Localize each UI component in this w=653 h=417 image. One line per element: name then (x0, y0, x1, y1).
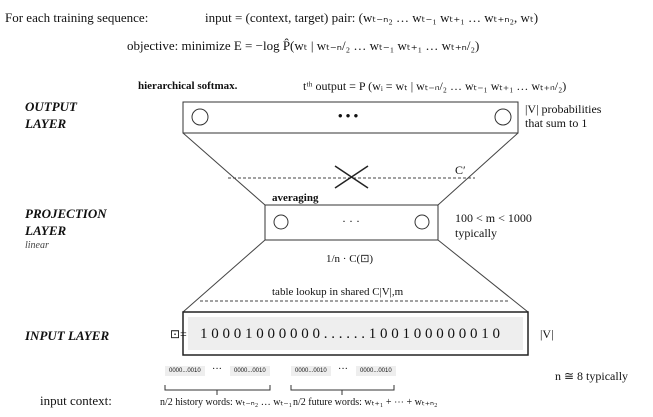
output-node-first (191, 108, 209, 126)
one-hot-box: 0000...0010 (165, 366, 205, 376)
input-vector: 1 0 0 0 1 0 0 0 0 0 0 . . . . . . 1 0 0 … (200, 326, 500, 342)
future-words: n/2 future words: wₜ₊₁ + ⋯ + wₜ₊ₙ₂ (293, 397, 438, 408)
vector-symbol: ⊡= (170, 327, 187, 341)
objective: objective: minimize E = −log P̂(wₜ | wₜ₋… (127, 38, 480, 53)
lower-trapezoid-left (182, 239, 266, 313)
n-note: n ≅ 8 typically (555, 369, 629, 383)
linear-label: linear (25, 240, 49, 251)
training-label: For each training sequence: (5, 10, 149, 25)
output-formula: tᵗʰ output = P (wᵢ = wₜ | wₜ₋ₙ/₂ … wₜ₋₁ … (303, 79, 567, 93)
cross-arrow-2 (334, 165, 369, 189)
output-layer-box (182, 101, 519, 134)
projection-node-first (273, 214, 289, 230)
averaging-formula: 1/n · C(⊡) (326, 253, 374, 265)
vocab-size: |V| (540, 327, 554, 341)
c-prime-label: C′ (455, 163, 466, 177)
projection-layer-box (264, 204, 439, 241)
input-context-label: input context: (40, 393, 112, 408)
upper-trapezoid-right (437, 132, 519, 206)
history-brace (164, 385, 271, 395)
history-words: n/2 history words: wₜ₋ₙ₂ … wₜ₋₁ (160, 397, 293, 408)
one-hot-box: 0000...0010 (230, 366, 270, 376)
one-hot-box: 0000...0010 (291, 366, 331, 376)
one-hot-box: 0000...0010 (356, 366, 396, 376)
upper-trapezoid-left (182, 132, 266, 206)
input-vector-bg (188, 317, 523, 350)
input-pair: input = (context, target) pair: (wₜ₋ₙ₂ …… (205, 10, 539, 25)
softmax-method: hierarchical softmax. (138, 80, 238, 92)
projection-node-last (414, 214, 430, 230)
projection-dots: · · · (342, 214, 360, 228)
input-layer-label: INPUT LAYER (25, 328, 110, 343)
lookup-label: table lookup in shared C|V|,m (272, 286, 404, 298)
averaging-label: averaging (272, 192, 319, 204)
future-brace (290, 385, 395, 395)
output-dots: • • • (338, 108, 359, 123)
ellipsis: ··· (338, 364, 348, 375)
output-node-last (494, 108, 512, 126)
lower-trapezoid-right (437, 239, 529, 313)
ellipsis: ··· (212, 364, 222, 375)
